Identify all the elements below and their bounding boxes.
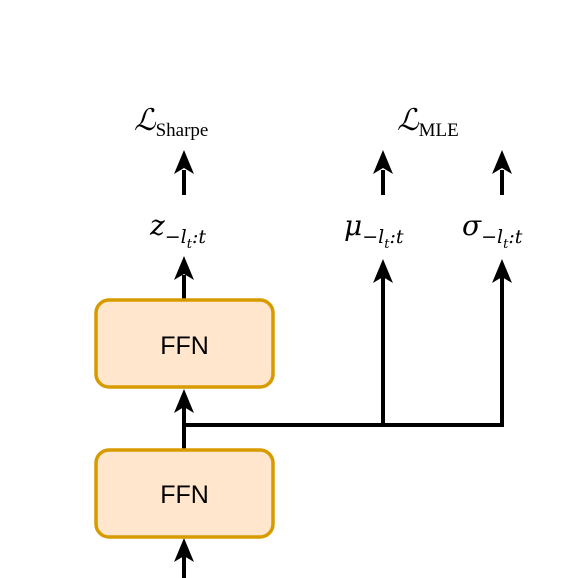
sigma-symbol: σ xyxy=(462,209,482,242)
mu-symbol: μ xyxy=(344,209,362,242)
sharpe-loss-symbol: ℒ xyxy=(134,103,157,138)
z-subscript-tail: :t xyxy=(192,226,206,248)
arrowhead-mu xyxy=(373,259,393,283)
mu-subsubscript: t xyxy=(384,237,390,252)
mu-subscript-tail: :t xyxy=(389,226,403,248)
ffn-upper-box xyxy=(94,298,275,389)
arrowhead-upper-ffn xyxy=(174,389,194,413)
mu-subscript: −l xyxy=(362,226,384,248)
mu-output-label: μ−lt:t xyxy=(344,209,404,252)
ffn-upper-label: FFN xyxy=(160,332,209,360)
mle-loss-symbol: ℒ xyxy=(397,103,420,138)
connections xyxy=(182,170,504,578)
sigma-output-label: σ−lt:t xyxy=(462,209,523,252)
z-subsubscript: t xyxy=(187,237,193,252)
mle-loss-subscript: MLE xyxy=(419,120,459,141)
z-symbol: z xyxy=(149,209,165,242)
ffn-lower-label: FFN xyxy=(160,481,209,509)
sigma-subscript-tail: :t xyxy=(508,226,522,248)
mle-loss-label: ℒMLE xyxy=(397,103,459,141)
sigma-subsubscript: t xyxy=(503,237,509,252)
ffn-lower-node: FFN xyxy=(94,448,275,539)
sharpe-loss-subscript: Sharpe xyxy=(156,120,209,141)
arrowhead-z xyxy=(174,256,194,280)
z-subscript: −l xyxy=(165,226,187,248)
ffn-lower-box xyxy=(94,448,275,539)
ffn-upper-node: FFN xyxy=(94,298,275,389)
arrowhead-sharpe xyxy=(174,150,194,174)
arrowhead-mle-mu xyxy=(373,150,393,174)
sigma-subscript: −l xyxy=(481,226,503,248)
branch-wire xyxy=(184,275,504,427)
arrowheads xyxy=(174,150,512,562)
arrowhead-sigma xyxy=(492,259,512,283)
arrowhead-mle-sigma xyxy=(492,150,512,174)
arrowhead-input xyxy=(174,538,194,562)
z-output-label: z−lt:t xyxy=(149,209,206,252)
sharpe-loss-label: ℒSharpe xyxy=(134,103,208,141)
